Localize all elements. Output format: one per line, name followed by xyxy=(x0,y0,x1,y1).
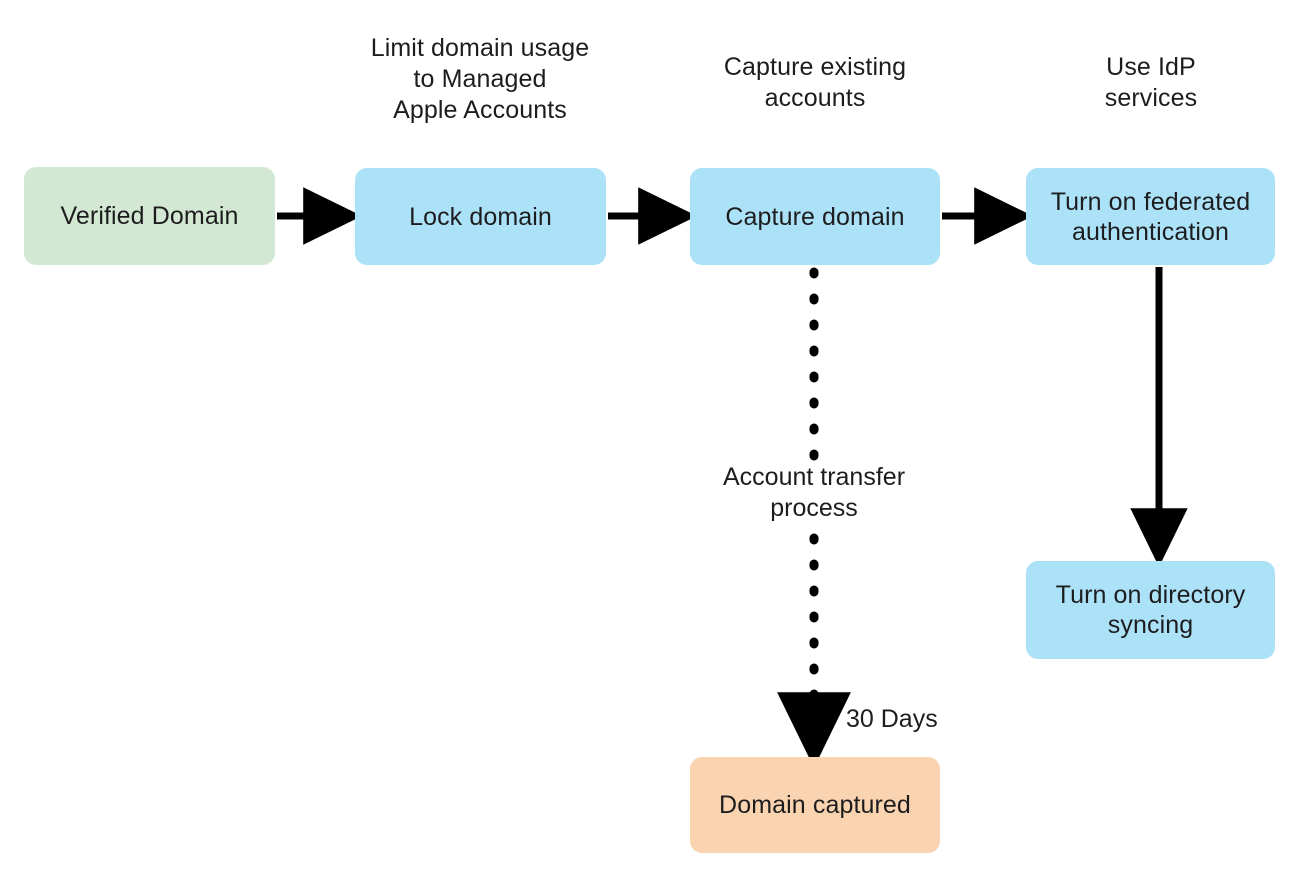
node-capture-domain[interactable]: Capture domain xyxy=(690,168,940,265)
caption-line: Limit domain usage xyxy=(370,34,590,62)
caption-line: Use IdP xyxy=(1106,53,1196,81)
edge-label-line: process xyxy=(770,494,858,522)
node-label: Domain captured xyxy=(719,791,911,819)
caption-line: accounts xyxy=(764,84,866,112)
node-label: Capture domain xyxy=(725,202,905,231)
caption-line: services xyxy=(1104,84,1198,112)
node-label: Lock domain xyxy=(409,202,552,231)
caption-use-idp-services: Use IdP services xyxy=(1001,52,1296,114)
node-label: Turn on federated xyxy=(1050,187,1251,216)
node-domain-captured[interactable]: Domain captured xyxy=(690,757,940,853)
node-turn-on-federated-authentication[interactable]: Turn on federated authentication xyxy=(1026,168,1275,265)
node-verified-domain[interactable]: Verified Domain xyxy=(24,167,275,265)
caption-line: Apple Accounts xyxy=(393,96,567,124)
node-label: syncing xyxy=(1107,611,1194,639)
caption-capture-domain: Capture existing accounts xyxy=(665,52,965,114)
edge-label-30-days: 30 Days xyxy=(846,704,938,734)
node-label: Verified Domain xyxy=(60,202,239,230)
caption-line: to Managed xyxy=(413,65,547,93)
edge-label-line: 30 Days xyxy=(846,705,938,733)
caption-lock-domain: Limit domain usage to Managed Apple Acco… xyxy=(330,33,630,126)
node-lock-domain[interactable]: Lock domain xyxy=(355,168,606,265)
node-label: Turn on directory xyxy=(1055,581,1246,609)
node-label: authentication xyxy=(1071,217,1230,246)
edge-label-account-transfer-process: Account transfer process xyxy=(664,462,964,524)
node-turn-on-directory-syncing[interactable]: Turn on directory syncing xyxy=(1026,561,1275,659)
caption-line: Capture existing xyxy=(723,53,907,81)
edge-label-line: Account transfer xyxy=(722,463,906,491)
